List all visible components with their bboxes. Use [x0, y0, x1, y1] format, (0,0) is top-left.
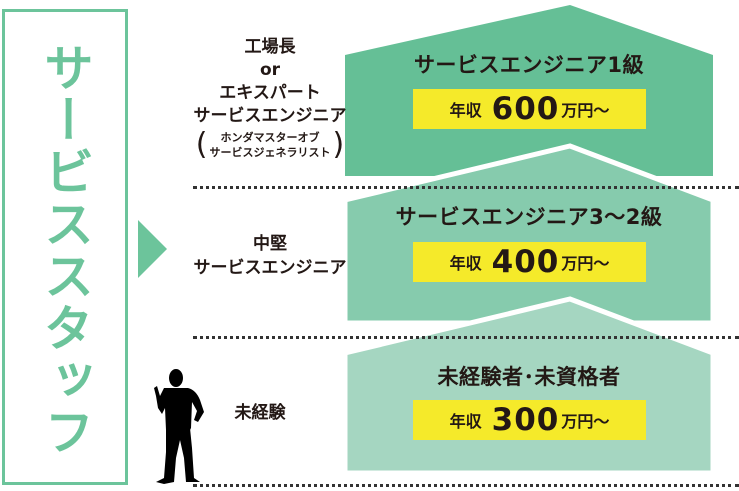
salary-label: 年収 — [449, 254, 482, 273]
divider-2 — [193, 336, 739, 339]
role-top-line4: サービスエンジニア — [193, 106, 347, 126]
tier2-title: サービスエンジニア3〜2級 — [395, 205, 663, 229]
salary-unit: 万円〜 — [561, 101, 610, 120]
role-label-mid: 中堅 サービスエンジニア — [180, 232, 360, 280]
tier1-title: サービスエンジニア1級 — [413, 53, 645, 77]
salary-unit: 万円〜 — [561, 254, 610, 273]
salary-label: 年収 — [449, 412, 482, 431]
salary-value: 400 — [491, 244, 560, 280]
salary-value: 300 — [491, 402, 560, 438]
tier2-salary: 年収 400 万円〜 — [413, 242, 646, 282]
paren-close: ) — [332, 127, 345, 162]
role-label-low: 未経験 — [200, 398, 320, 423]
role-top-line3: エキスパート — [219, 83, 321, 103]
tier1-salary: 年収 600 万円〜 — [413, 89, 646, 129]
salary-unit: 万円〜 — [561, 412, 610, 431]
tier3-salary: 年収 300 万円〜 — [413, 400, 646, 440]
role-low-line1: 未経験 — [234, 403, 286, 423]
role-top-sub2: サービスジェネラリスト — [209, 146, 331, 159]
tier3-title: 未経験者･未資格者 — [437, 365, 621, 389]
role-top-line1: 工場長 — [244, 37, 296, 57]
role-label-top: 工場長 or エキスパート サービスエンジニア ( ホンダマスターオブ サービス… — [180, 36, 360, 160]
person-silhouette-icon — [154, 369, 204, 484]
role-top-line2: or — [259, 60, 281, 80]
role-mid-line1: 中堅 — [253, 234, 287, 254]
paren-open: ( — [195, 127, 208, 162]
side-label-box: サービススタッフ — [2, 9, 128, 485]
divider-3 — [193, 484, 739, 487]
salary-value: 600 — [491, 91, 560, 127]
triangle-right-icon — [138, 220, 167, 278]
role-top-sub1: ホンダマスターオブ — [220, 131, 320, 144]
role-mid-line2: サービスエンジニア — [193, 258, 347, 278]
salary-label: 年収 — [449, 101, 482, 120]
side-label-text: サービススタッフ — [36, 42, 94, 458]
divider-1 — [193, 186, 739, 189]
role-top-subnote: ( ホンダマスターオブ サービスジェネラリスト ) — [180, 130, 360, 160]
